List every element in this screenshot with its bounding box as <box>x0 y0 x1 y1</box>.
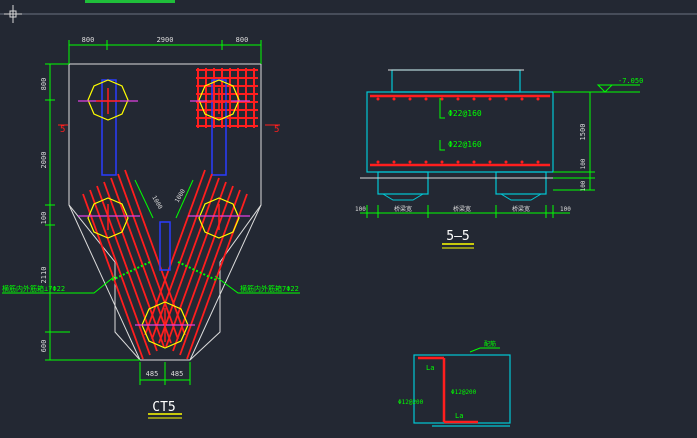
pile-top-left[interactable] <box>78 79 138 176</box>
pile-top-right[interactable] <box>190 79 250 176</box>
detail-dim-top: 配筋 <box>484 340 496 348</box>
section-5-5[interactable]: Φ22@160 Φ22@160 1500 100 100 -7.050 <box>355 69 643 249</box>
pile-taper-right <box>500 193 542 201</box>
elevation-label: -7.050 <box>618 77 643 85</box>
leader-right <box>214 275 300 294</box>
detail-la-top: La <box>426 364 434 372</box>
leader-top <box>439 98 445 119</box>
pile-head-right <box>495 171 547 195</box>
dim-left-2: 2000 <box>40 152 48 169</box>
dim-top <box>68 40 262 64</box>
stirrup-lines <box>111 261 217 281</box>
dim-top-2: 2900 <box>157 36 174 44</box>
detail-la-bottom: La <box>455 412 463 420</box>
pile-head-left <box>377 171 429 195</box>
leader-left <box>2 275 116 294</box>
rebar-dots-top <box>376 97 540 101</box>
dim-height <box>553 91 595 191</box>
detail-rebar-right: Φ12@200 <box>451 389 477 396</box>
dim-diag-right: 1000 <box>174 188 187 204</box>
dim-bottom-1: 485 <box>146 370 159 378</box>
tab-strip-indicator[interactable] <box>85 0 175 3</box>
detail-leader <box>469 347 500 353</box>
dim-left-1: 800 <box>40 78 48 91</box>
elevation-marker <box>556 84 640 93</box>
pile-bottom[interactable] <box>135 301 195 349</box>
leader-bottom <box>439 140 445 151</box>
dim-55-4: 桥梁宽 <box>512 205 530 213</box>
ct5-plan[interactable]: 800 2900 800 800 2000 100 2110 600 5 5 <box>2 36 300 419</box>
dim-bottom <box>139 362 191 385</box>
dim-height-2: 100 <box>580 158 587 169</box>
rebar-note-left: 横筋内外筋箱⊥7Φ22 <box>2 284 65 293</box>
dim-55-3: 桥梁宽 <box>453 205 471 213</box>
dim-55-2: 桥梁宽 <box>394 205 412 213</box>
rebar-dots-bottom <box>376 160 540 164</box>
pile-cap-edges <box>68 204 262 361</box>
dim-diag-left: 1000 <box>150 195 163 211</box>
dim-height-1: 1500 <box>579 124 587 141</box>
detail-section[interactable]: La La Φ12@200 Φ12@200 配筋 <box>398 340 511 427</box>
cap-section <box>366 91 554 173</box>
dim-diagonal <box>134 179 194 219</box>
pile-taper-left <box>382 193 424 201</box>
pile-mid-right[interactable] <box>188 197 250 239</box>
column-stub <box>391 69 521 93</box>
section-marker-right: 5 <box>274 125 279 135</box>
section-marker-left: 5 <box>60 125 65 135</box>
dim-55-5: 100 <box>560 206 571 213</box>
rebar-label-top: Φ22@160 <box>448 109 482 118</box>
pile-mid-left[interactable] <box>78 197 140 239</box>
dim-top-1: 800 <box>82 36 95 44</box>
drawing-title-ct5: CT5 <box>152 400 175 415</box>
dim-left-3: 100 <box>40 212 48 225</box>
dim-left-5: 600 <box>40 340 48 353</box>
dim-left-4: 2110 <box>40 267 48 284</box>
dim-bottom-2: 485 <box>171 370 184 378</box>
rebar-label-bottom: Φ22@160 <box>448 140 482 149</box>
dim-55-1: 100 <box>355 206 366 213</box>
dim-left <box>45 63 140 361</box>
dim-bottom-55 <box>360 205 570 218</box>
dim-height-3: 100 <box>580 180 587 191</box>
dim-top-3: 800 <box>236 36 249 44</box>
center-column <box>159 221 171 271</box>
rebar-note-right: 横筋内外筋箱7Φ22 <box>240 284 299 293</box>
rebar-mesh-top-right <box>196 68 258 128</box>
detail-rebar-left: Φ12@200 <box>398 399 424 406</box>
drawing-title-55: 5—5 <box>446 229 469 244</box>
crosshair-icon <box>4 5 22 23</box>
